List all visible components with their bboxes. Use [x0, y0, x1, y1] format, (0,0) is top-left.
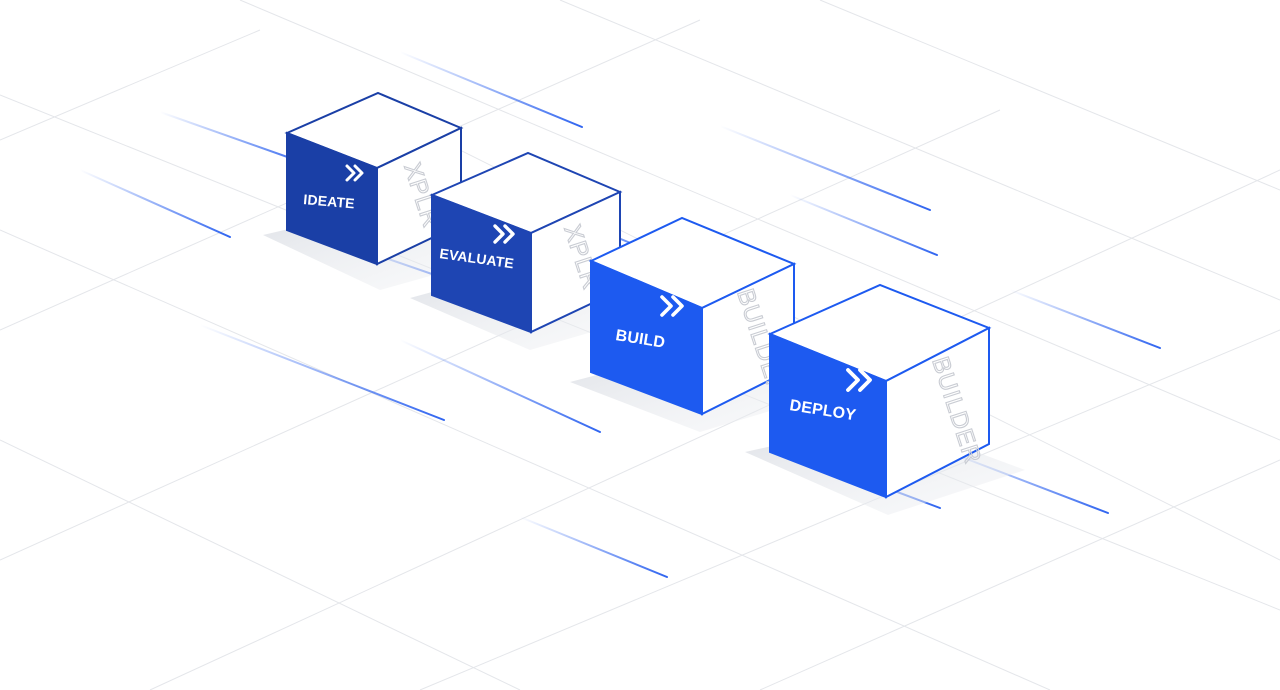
double-chevron-right-icon — [493, 224, 515, 244]
cube-front-face — [769, 332, 887, 499]
double-chevron-right-icon — [846, 368, 872, 392]
double-chevron-right-icon — [345, 164, 364, 182]
step-cube-evaluate: EVALUATE XPLR — [429, 151, 623, 334]
double-chevron-right-icon — [660, 295, 684, 317]
step-cube-deploy: DEPLOY BUILDER — [767, 283, 992, 499]
step-label-ideate: IDEATE — [303, 191, 356, 211]
